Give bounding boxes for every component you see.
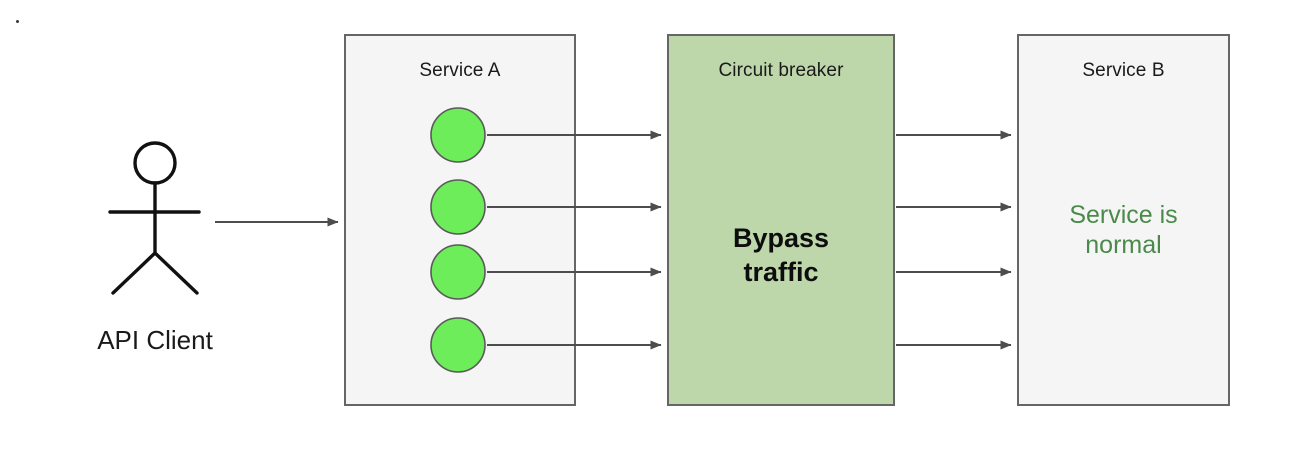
- request-node-3[interactable]: [430, 244, 486, 300]
- service-b-status-line-1: Service is: [1069, 201, 1178, 229]
- actor-left-leg-line: [111, 251, 157, 295]
- request-node-1[interactable]: [430, 107, 486, 163]
- request-node-2[interactable]: [430, 179, 486, 235]
- request-node-4[interactable]: [430, 317, 486, 373]
- box-circuit-breaker[interactable]: [667, 34, 895, 406]
- label-service-a: Service A: [419, 60, 501, 81]
- stray-dot-mark: [16, 20, 19, 23]
- service-b-status-text: Service is normal: [1018, 200, 1229, 260]
- request-node-group: [430, 107, 486, 373]
- service-b-status-line-2: normal: [1085, 231, 1162, 259]
- breaker-state-text: Bypass traffic: [668, 222, 894, 290]
- actor-right-leg-line: [153, 251, 199, 295]
- connector-group: [215, 130, 1012, 350]
- label-service-b: Service B: [1082, 60, 1165, 81]
- stick-figure-actor-icon: [108, 141, 201, 295]
- actor-label: API Client: [97, 325, 213, 355]
- breaker-state-line-2: traffic: [743, 256, 819, 287]
- box-service-b[interactable]: [1017, 34, 1230, 406]
- breaker-state-line-1: Bypass: [732, 223, 830, 253]
- label-circuit-breaker: Circuit breaker: [718, 60, 844, 81]
- actor-head-icon: [133, 141, 177, 185]
